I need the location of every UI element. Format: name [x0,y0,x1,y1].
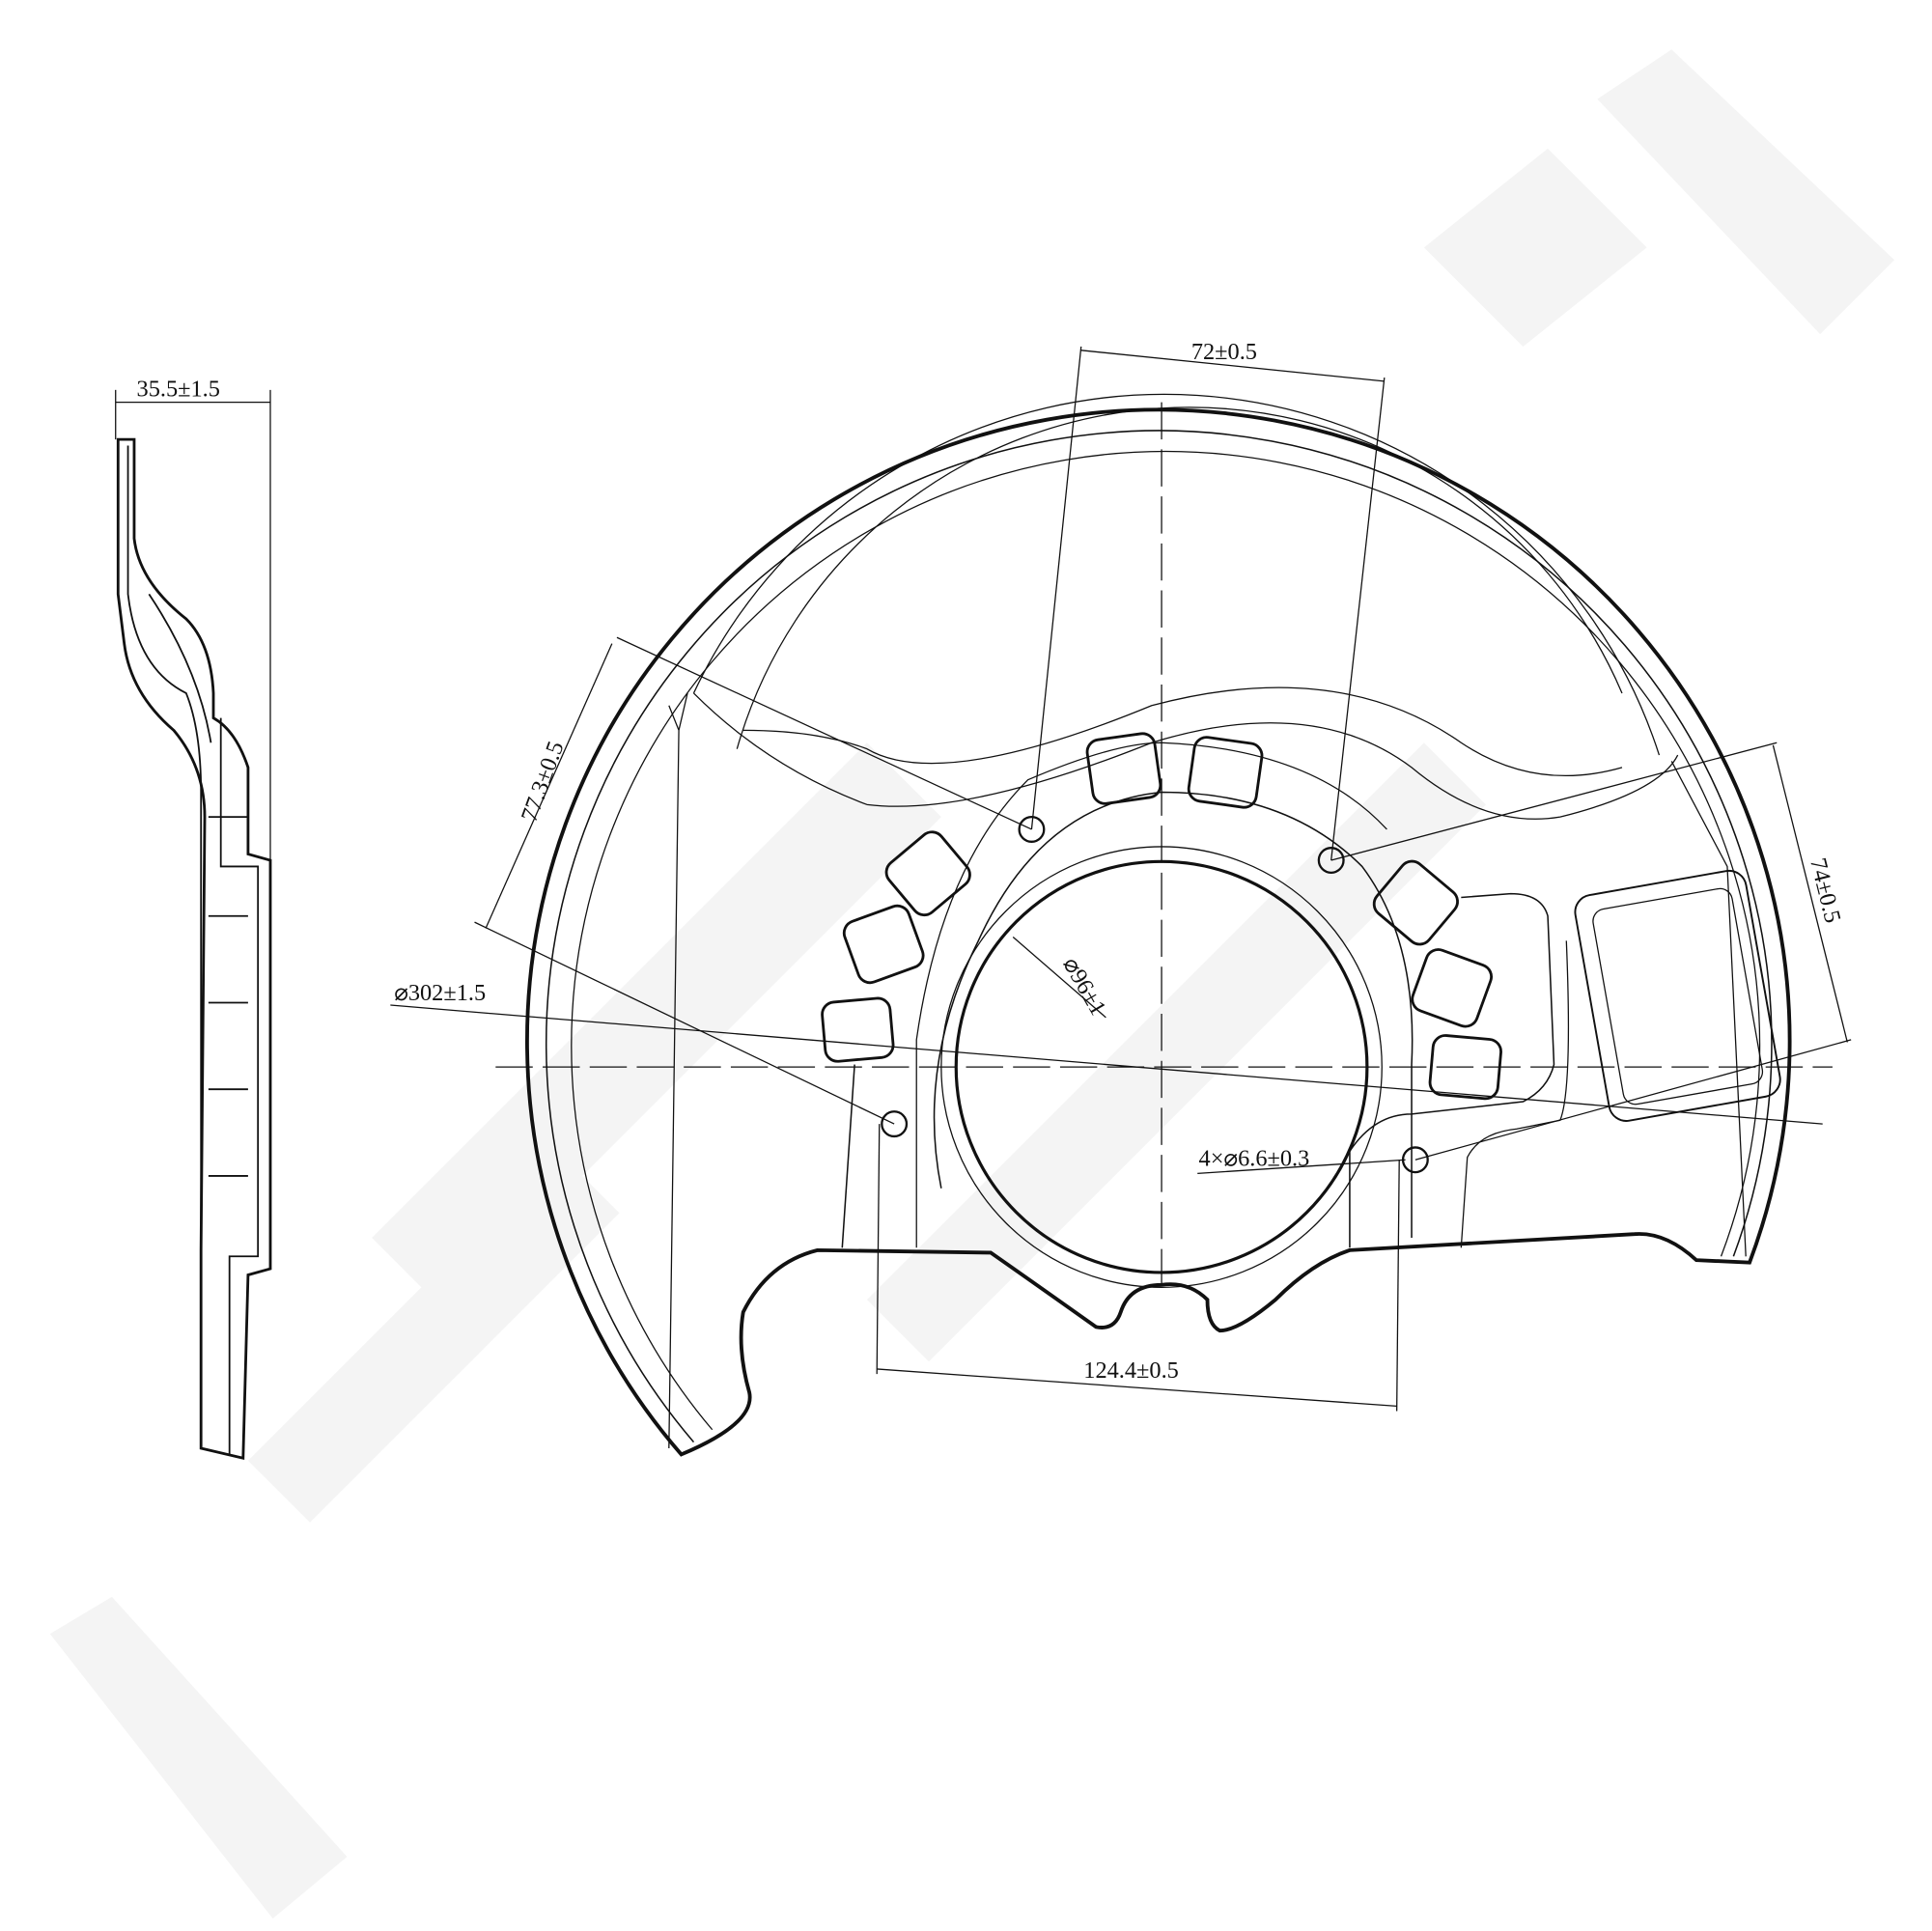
right-offset-label: 74±0.5 [1805,855,1846,926]
bolt-holes [881,816,1429,1174]
bottom-bolt-spacing-label: 124.4±0.5 [1083,1357,1179,1384]
vent-slots [821,732,1502,1101]
side-view-profile [116,437,272,1461]
outer-diameter-label: ⌀302±1.5 [394,980,486,1006]
dimension-lines [390,346,1852,1412]
side-thickness-dimension: 35.5±1.5 [115,376,271,1270]
shield-front-view [495,393,1833,1457]
side-thickness-label: 35.5±1.5 [137,376,220,402]
shield-outline [525,407,1792,1457]
window-cutout [1574,869,1781,1122]
bolt-holes-label: 4×⌀6.6±0.3 [1199,1146,1310,1172]
hub-diameter-label: ⌀96±1 [1057,953,1111,1020]
center-lines [495,402,1833,1294]
left-offset-label: 77.3±0.5 [517,738,570,825]
top-bolt-spacing-label: 72±0.5 [1191,339,1257,365]
